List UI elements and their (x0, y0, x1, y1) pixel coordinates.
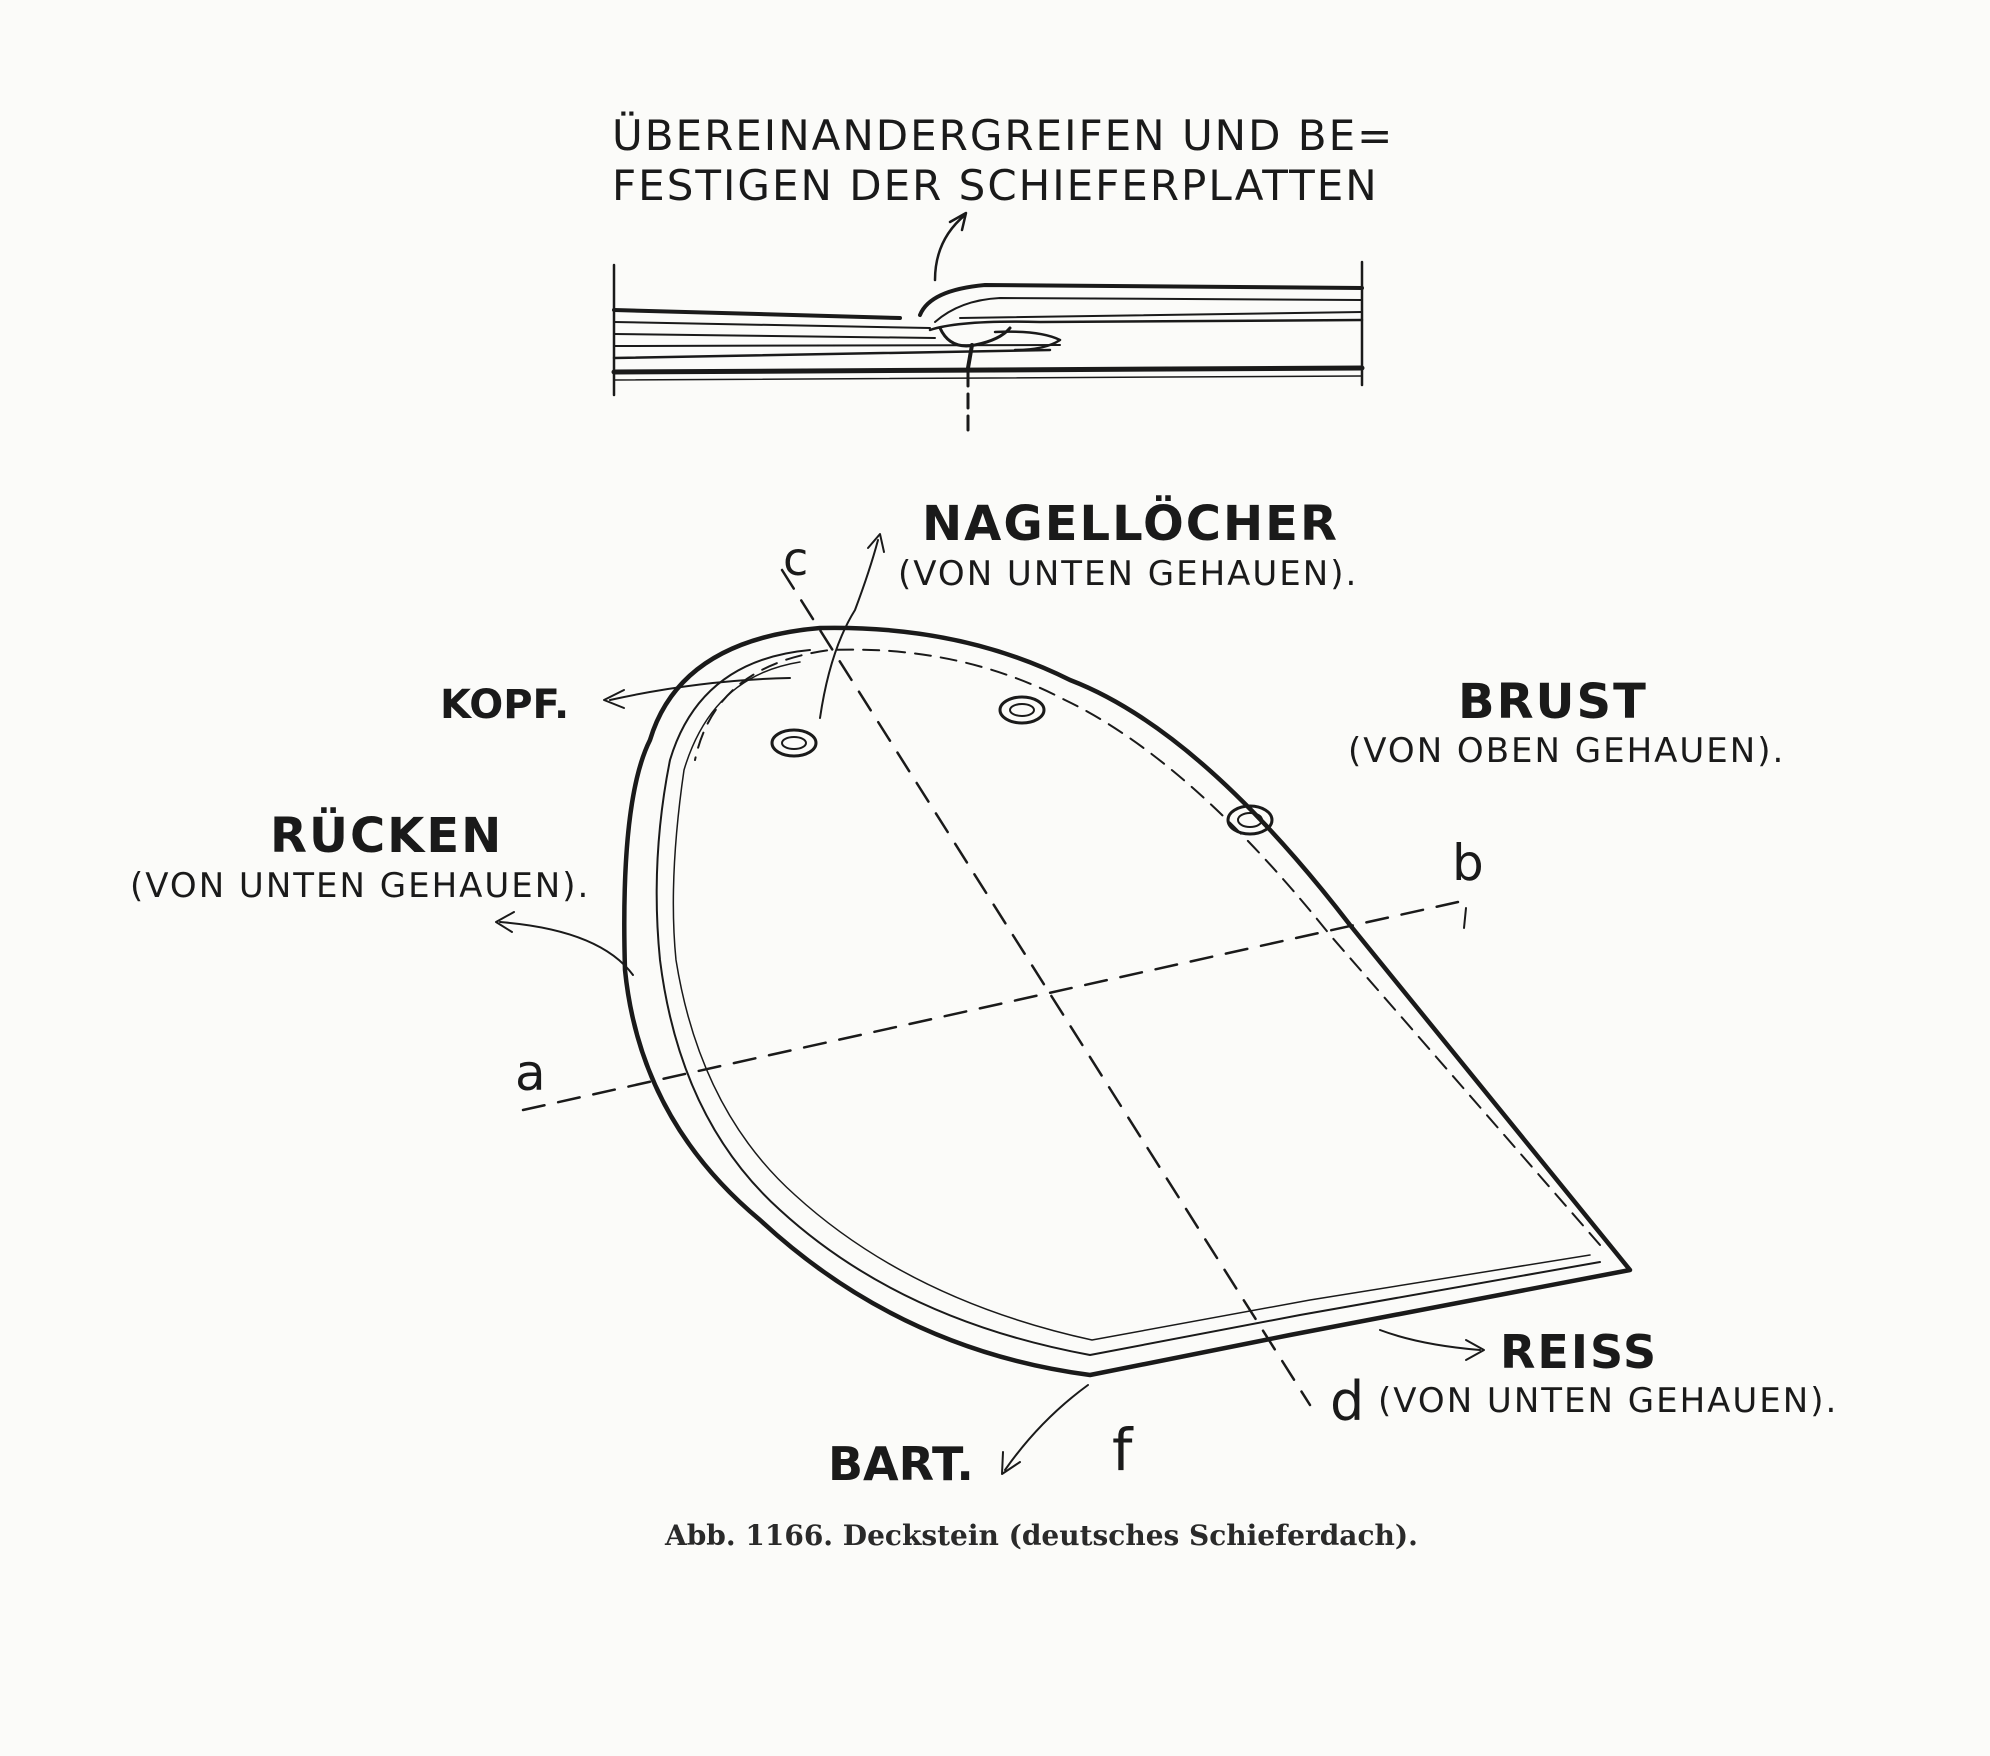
nagel-leader (819, 539, 879, 719)
label-kopf: KOPF. (440, 682, 569, 728)
slate-outline (622, 625, 1633, 1378)
detail-title-line2: FESTIGEN DER SCHIEFERPLATTEN (612, 161, 1379, 210)
axis-a-b (521, 900, 1460, 1112)
axis-c-d (780, 568, 1312, 1407)
detail-leader (933, 213, 967, 282)
lower-plate-layers (613, 321, 1061, 347)
reiss-arrowhead (1465, 1339, 1485, 1361)
overlap-detail (611, 211, 1365, 437)
lower-plate-top (612, 308, 902, 320)
overlap-edge (993, 330, 1062, 352)
reiss-leader (1379, 1329, 1481, 1351)
b-tick (1463, 907, 1467, 929)
nail-hole (770, 728, 818, 758)
label-ruecken: RÜCKEN (270, 807, 503, 864)
nail-hole (1226, 804, 1274, 836)
point-f: f (1112, 1416, 1134, 1484)
detail-arrowhead (948, 211, 968, 232)
upper-plate-bottom (928, 318, 1364, 332)
label-nagelloecher: NAGELLÖCHER (922, 495, 1339, 552)
nail-hole (998, 695, 1046, 725)
detail-title-line1: ÜBEREINANDERGREIFEN UND BE= (612, 110, 1394, 160)
label-brust: BRUST (1458, 674, 1648, 730)
slate-chipped-edge-2 (672, 661, 1591, 1341)
kopf-arrowhead (603, 689, 625, 709)
slate-inner-dashed (694, 648, 1601, 1246)
slate-outer-edge (622, 625, 1633, 1378)
label-bart: BART. (828, 1437, 974, 1491)
upper-plate-top (918, 283, 1364, 317)
label-nagelloecher-sub: (VON UNTEN GEHAUEN). (898, 554, 1358, 594)
bart-arrowhead (1001, 1451, 1021, 1475)
kopf-leader (609, 677, 791, 701)
label-brust-sub: (VON OBEN GEHAUEN). (1348, 731, 1785, 771)
label-reiss: REISS (1500, 1325, 1658, 1379)
batten-line (611, 365, 1365, 375)
point-a: a (515, 1044, 546, 1102)
nagel-arrowhead (867, 533, 885, 553)
nail-shank (966, 343, 974, 370)
bart-leader (1004, 1384, 1089, 1471)
point-d: d (1330, 1370, 1364, 1433)
upper-plate-layers (934, 297, 1363, 323)
batten-line-under (613, 375, 1363, 381)
point-b: b (1452, 834, 1484, 892)
figure-caption: Abb. 1166. Deckstein (deutsches Schiefer… (664, 1519, 1418, 1552)
lower-plate-bottom (612, 348, 1052, 360)
point-c: c (783, 532, 808, 586)
ruecken-arrowhead (495, 911, 515, 933)
slate-chipped-edge (655, 649, 1601, 1356)
label-ruecken-sub: (VON UNTEN GEHAUEN). (130, 866, 590, 906)
nail-head-shape (938, 326, 1012, 348)
label-reiss-sub: (VON UNTEN GEHAUEN). (1378, 1381, 1838, 1421)
ruecken-leader (499, 921, 634, 976)
